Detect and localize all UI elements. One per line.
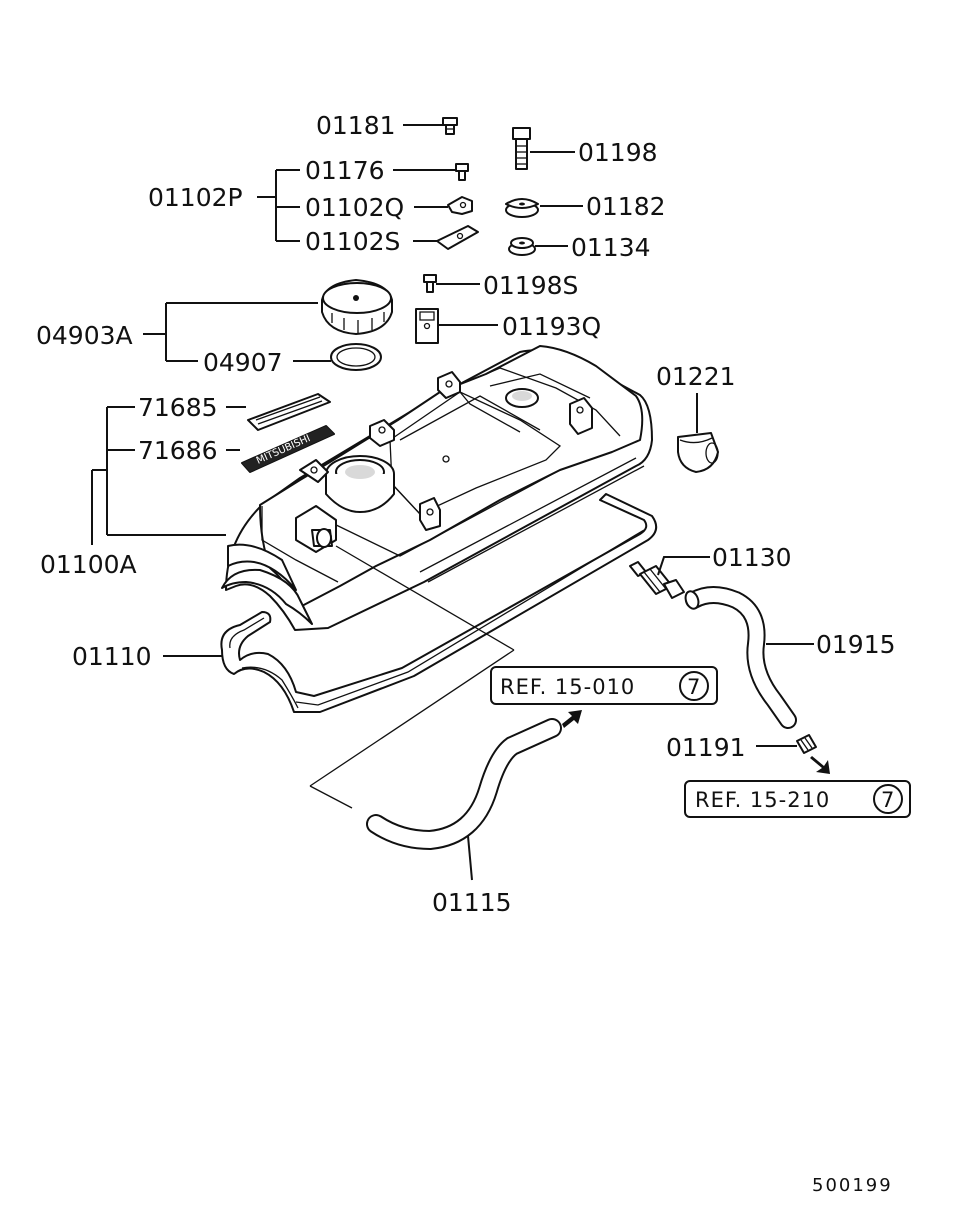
ref-box-15-210[interactable]: REF. 15-210 7	[684, 780, 911, 818]
callout-01134[interactable]: 01134	[571, 233, 651, 262]
grommet-01134[interactable]	[508, 237, 536, 256]
diagram-code: 500199	[812, 1175, 893, 1196]
callout-01100A[interactable]: 01100A	[40, 550, 137, 579]
screw-01198S[interactable]	[423, 274, 437, 293]
clamp-01191[interactable]	[796, 734, 817, 754]
leader-01115	[467, 835, 473, 881]
callout-01110[interactable]: 01110	[72, 642, 152, 671]
ref-box-15-010[interactable]: REF. 15-010 7	[490, 666, 718, 705]
emblem-text: MITSUBISHI	[255, 433, 312, 467]
emblem-71685[interactable]	[247, 393, 331, 431]
half-moon-plug-01221[interactable]	[677, 432, 719, 473]
callout-01193Q[interactable]: 01193Q	[502, 312, 601, 341]
callout-01915[interactable]: 01915	[816, 630, 896, 659]
callout-01102Q[interactable]: 01102Q	[305, 193, 404, 222]
callout-71685[interactable]: 71685	[138, 393, 218, 422]
pcv-valve-01130[interactable]	[629, 561, 685, 599]
callout-01102S[interactable]: 01102S	[305, 227, 400, 256]
callout-01221[interactable]: 01221	[656, 362, 736, 391]
bracket-01102S[interactable]	[436, 225, 479, 250]
arrow-ref-15-210	[810, 756, 830, 774]
callout-01198[interactable]: 01198	[578, 138, 658, 167]
ref-15-010-text: REF. 15-010	[500, 675, 635, 699]
breather-nipple	[295, 505, 337, 553]
washer-01182[interactable]	[505, 198, 539, 218]
callout-01176[interactable]: 01176	[305, 156, 385, 185]
callout-01182[interactable]: 01182	[586, 192, 666, 221]
clip-01102Q[interactable]	[447, 196, 473, 215]
ref-15-210-num: 7	[881, 788, 895, 812]
gasket-01110[interactable]	[220, 493, 658, 713]
callout-01115[interactable]: 01115	[432, 888, 512, 917]
bracket-01100A	[91, 406, 246, 545]
callout-01102P[interactable]: 01102P	[148, 183, 243, 212]
hose-connection-lines	[309, 545, 515, 809]
callout-01130[interactable]: 01130	[712, 543, 792, 572]
ref-15-010-num: 7	[687, 675, 701, 699]
hose-01915[interactable]	[683, 586, 797, 729]
group-bracket-01102P	[257, 169, 300, 242]
callout-04907[interactable]: 04907	[203, 348, 283, 377]
screw-01176[interactable]	[455, 163, 469, 181]
callout-71686[interactable]: 71686	[138, 436, 218, 465]
leader-01130	[657, 556, 710, 576]
screw-01181[interactable]	[442, 117, 458, 135]
bracket-01193Q[interactable]	[415, 308, 439, 344]
oil-filler-cap-04903A[interactable]	[321, 279, 393, 335]
gasket-04907[interactable]	[330, 343, 382, 371]
callout-01191[interactable]: 01191	[666, 733, 746, 762]
callout-01198S[interactable]: 01198S	[483, 271, 578, 300]
callout-01181[interactable]: 01181	[316, 111, 396, 140]
arrow-ref-15-010	[562, 710, 582, 728]
hose-01115[interactable]	[366, 718, 562, 851]
rocker-cover-01100A[interactable]	[221, 345, 653, 631]
bracket-04903A	[143, 302, 318, 362]
bolt-01198[interactable]	[512, 127, 531, 170]
callout-04903A[interactable]: 04903A	[36, 321, 133, 350]
ref-15-210-text: REF. 15-210	[695, 788, 830, 812]
